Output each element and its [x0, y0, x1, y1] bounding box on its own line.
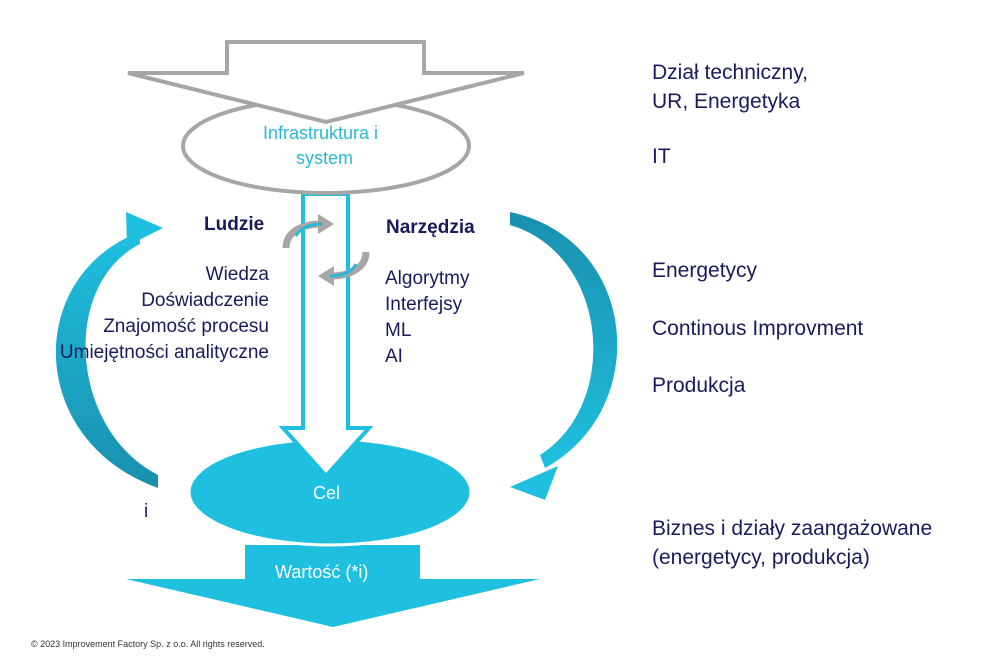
people-list: Wiedza Doświadczenie Znajomość procesu U… [60, 262, 269, 366]
infrastructure-label-line2: system [296, 148, 354, 168]
tools-item: ML [385, 320, 412, 341]
tools-heading: Narzędzia [386, 217, 475, 238]
infrastructure-label-line1: Infrastruktura i [263, 123, 379, 143]
tools-item: Interfejsy [385, 294, 463, 315]
role-ci: Continous Improvment [652, 317, 864, 340]
people-item: Wiedza [205, 264, 269, 285]
role-business-line2: (energetycy, produkcja) [652, 546, 870, 569]
tools-item: Algorytmy [385, 268, 470, 289]
role-it: IT [652, 145, 671, 168]
left-loop-arrowhead [126, 212, 163, 246]
role-business-line1: Biznes i działy zaangażowane [652, 517, 933, 540]
tools-list: Algorytmy Interfejsy ML AI [385, 266, 469, 370]
tools-item: AI [385, 346, 403, 367]
people-heading: Ludzie [204, 214, 265, 235]
value-arrow [126, 545, 540, 627]
left-loop-arrow [55, 232, 158, 488]
sources-arrow [127, 40, 525, 125]
people-item: Doświadczenie [141, 290, 269, 311]
people-item: Umiejętności analityczne [59, 342, 269, 363]
people-item: Znajomość procesu [103, 316, 269, 337]
sources-label: Źródła danych [258, 59, 379, 80]
copyright-footer: © 2023 Improvement Factory Sp. z o.o. Al… [31, 639, 265, 649]
role-technical: Dział techniczny, UR, Energetyka [652, 58, 808, 116]
role-energy: Energetycy [652, 259, 758, 282]
right-loop-arrowhead [510, 466, 558, 500]
right-loop-arrow [510, 212, 618, 468]
role-technical-line2: UR, Energetyka [652, 90, 801, 113]
role-production: Produkcja [652, 374, 746, 397]
rotation-icon [282, 214, 370, 286]
goal-label: Cel [313, 483, 341, 503]
loop-label: i [144, 501, 149, 522]
role-business: Biznes i działy zaangażowane (energetycy… [652, 514, 932, 572]
role-technical-line1: Dział techniczny, [652, 61, 809, 84]
flow-down-arrow [278, 192, 374, 479]
value-label: Wartość (*i) [275, 562, 369, 582]
